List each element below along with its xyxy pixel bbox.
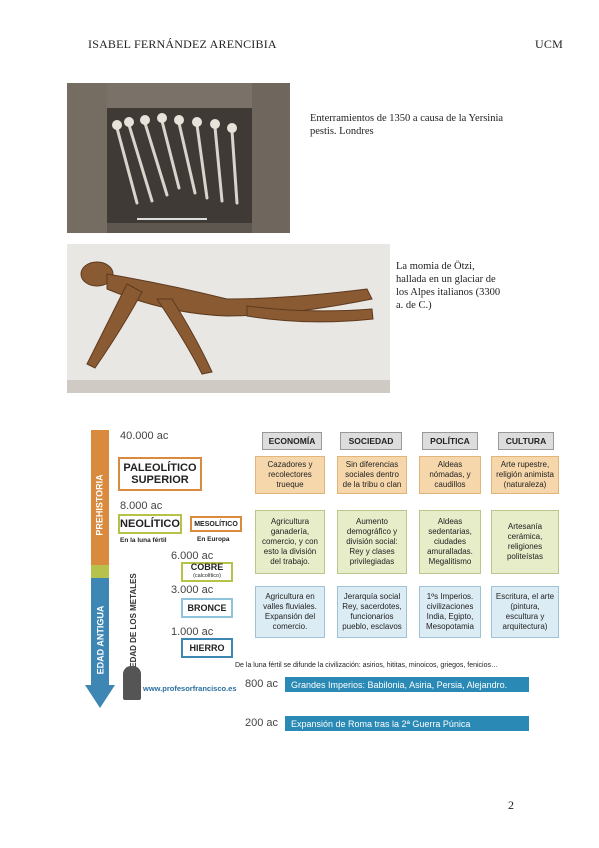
cell-cultura-3: Escritura, el arte (pintura, escultura y… bbox=[491, 586, 559, 638]
cell-politica-3: 1ºs Imperios. civilizaciones India, Egip… bbox=[419, 586, 481, 638]
header-institution: UCM bbox=[535, 37, 563, 51]
col-politica: POLÍTICA bbox=[422, 432, 478, 450]
date-40000: 40.000 ac bbox=[120, 430, 169, 442]
hierro-box: HIERRO bbox=[181, 638, 233, 658]
expansion-roma-bar: Expansión de Roma tras la 2ª Guerra Púni… bbox=[285, 716, 529, 731]
cell-sociedad-2: Aumento demográfico y división social: R… bbox=[337, 510, 407, 574]
mesolitico-box: MESOLÍTICO bbox=[190, 516, 242, 532]
header-author: ISABEL FERNÁNDEZ ARENCIBIA bbox=[88, 37, 277, 51]
page-number: 2 bbox=[508, 798, 514, 812]
burial-caption: Enterramientos de 1350 a causa de la Yer… bbox=[310, 113, 504, 137]
cell-sociedad-3: Jerarquía social Rey, sacerdotes, funcio… bbox=[337, 586, 407, 638]
mesolitico-note: En Europa bbox=[197, 536, 230, 543]
cell-cultura-2: Artesanía cerámica, religiones politeíst… bbox=[491, 510, 559, 574]
date-800: 800 ac bbox=[245, 678, 279, 690]
bronce-box: BRONCE bbox=[181, 598, 233, 618]
logo-text: www.profesorfrancisco.es bbox=[143, 684, 237, 693]
cell-economia-1: Cazadores y recolectores trueque bbox=[255, 456, 325, 494]
grandes-imperios-bar: Grandes Imperios: Babilonia, Asiria, Per… bbox=[285, 677, 529, 692]
cell-sociedad-1: Sin diferencias sociales dentro de la tr… bbox=[337, 456, 407, 494]
neolitico-note: En la luna fértil bbox=[120, 537, 167, 544]
date-8000: 8.000 ac bbox=[120, 500, 163, 512]
col-cultura: CULTURA bbox=[498, 432, 554, 450]
col-economia: ECONOMÍA bbox=[262, 432, 322, 450]
prehistoria-label: PREHISTORIA bbox=[95, 474, 105, 536]
date-1000: 1.000 ac bbox=[171, 626, 214, 638]
paleolitico-box: PALEOLÍTICO SUPERIOR bbox=[118, 457, 202, 491]
cobre-box: COBRE (calcolítico) bbox=[181, 562, 233, 582]
otzi-photo bbox=[67, 244, 390, 393]
date-3000: 3.000 ac bbox=[171, 584, 214, 596]
prehistory-infographic: PREHISTORIA EDAD ANTIGUA EDAD DE LOS MET… bbox=[85, 430, 559, 740]
date-6000: 6.000 ac bbox=[171, 550, 214, 562]
cell-politica-2: Aldeas sedentarias, ciudades amuralladas… bbox=[419, 510, 481, 574]
cell-cultura-1: Arte rupestre, religión animista (natura… bbox=[491, 456, 559, 494]
warrior-logo-icon bbox=[123, 666, 141, 700]
edad-antigua-label: EDAD ANTIGUA bbox=[95, 605, 106, 675]
cell-economia-2: Agricultura ganadería, comercio, y con e… bbox=[255, 510, 325, 574]
diffusion-text: De la luna fértil se difunde la civiliza… bbox=[235, 662, 499, 669]
otzi-caption: La momia de Ötzi, hallada en un glaciar … bbox=[396, 261, 501, 311]
cell-economia-3: Agricultura en valles fluviales. Expansi… bbox=[255, 586, 325, 638]
neolitico-box: NEOLÍTICO bbox=[118, 514, 182, 534]
edad-metales-label: EDAD DE LOS METALES bbox=[128, 572, 138, 668]
col-sociedad: SOCIEDAD bbox=[340, 432, 402, 450]
date-200: 200 ac bbox=[245, 717, 279, 729]
burial-photo bbox=[67, 83, 290, 233]
cell-politica-1: Aldeas nómadas, y caudillos bbox=[419, 456, 481, 494]
